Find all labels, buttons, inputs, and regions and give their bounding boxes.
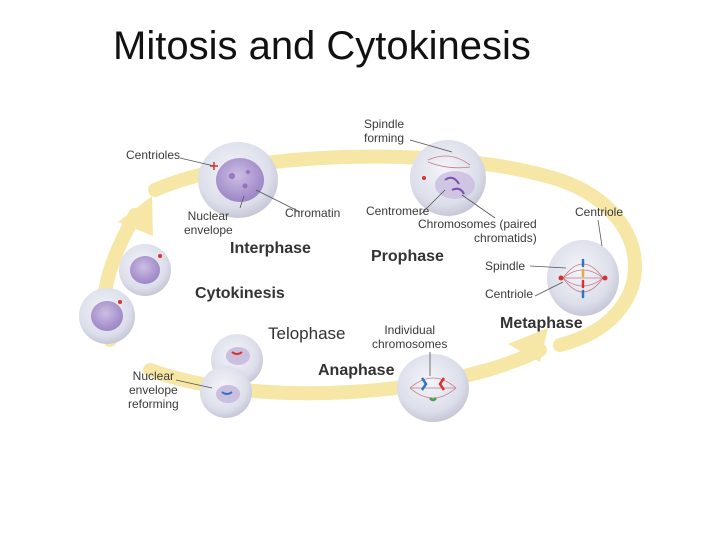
label-centriole-mid: Centriole xyxy=(485,287,534,301)
label-chromatin: Chromatin xyxy=(285,206,341,220)
page-title: Mitosis and Cytokinesis xyxy=(113,24,531,68)
label-spindle: Spindle xyxy=(485,259,526,273)
cytokinesis-cell-upper xyxy=(119,244,171,296)
telophase-cell xyxy=(200,334,263,418)
leader-lines xyxy=(175,139,603,389)
label-nuclear-envelope-reforming: Nuclear envelope reforming xyxy=(128,369,179,411)
label-centrioles: Centrioles xyxy=(126,148,181,162)
label-centriole-top: Centriole xyxy=(575,205,624,219)
phase-telophase: Telophase xyxy=(268,324,346,343)
label-nuclear-envelope: Nuclear envelope xyxy=(184,209,233,237)
label-spindle-forming: Spindle forming xyxy=(364,117,405,145)
label-chromosomes: Chromosomes (paired chromatids) xyxy=(418,217,537,245)
arrowhead-right xyxy=(508,328,548,362)
phase-prophase: Prophase xyxy=(371,248,444,265)
phase-interphase: Interphase xyxy=(230,240,311,257)
phase-anaphase: Anaphase xyxy=(318,362,395,379)
arrowhead-left xyxy=(118,196,153,236)
cytokinesis-cell-lower xyxy=(79,288,135,344)
interphase-cell xyxy=(198,142,278,218)
prophase-cell xyxy=(410,140,486,216)
label-centromere: Centromere xyxy=(366,204,430,218)
label-individual-chromosomes: Individual chromosomes xyxy=(372,323,448,351)
anaphase-cell xyxy=(397,354,469,422)
metaphase-cell xyxy=(547,240,619,316)
phase-cytokinesis: Cytokinesis xyxy=(195,285,285,302)
phase-metaphase: Metaphase xyxy=(500,315,583,332)
